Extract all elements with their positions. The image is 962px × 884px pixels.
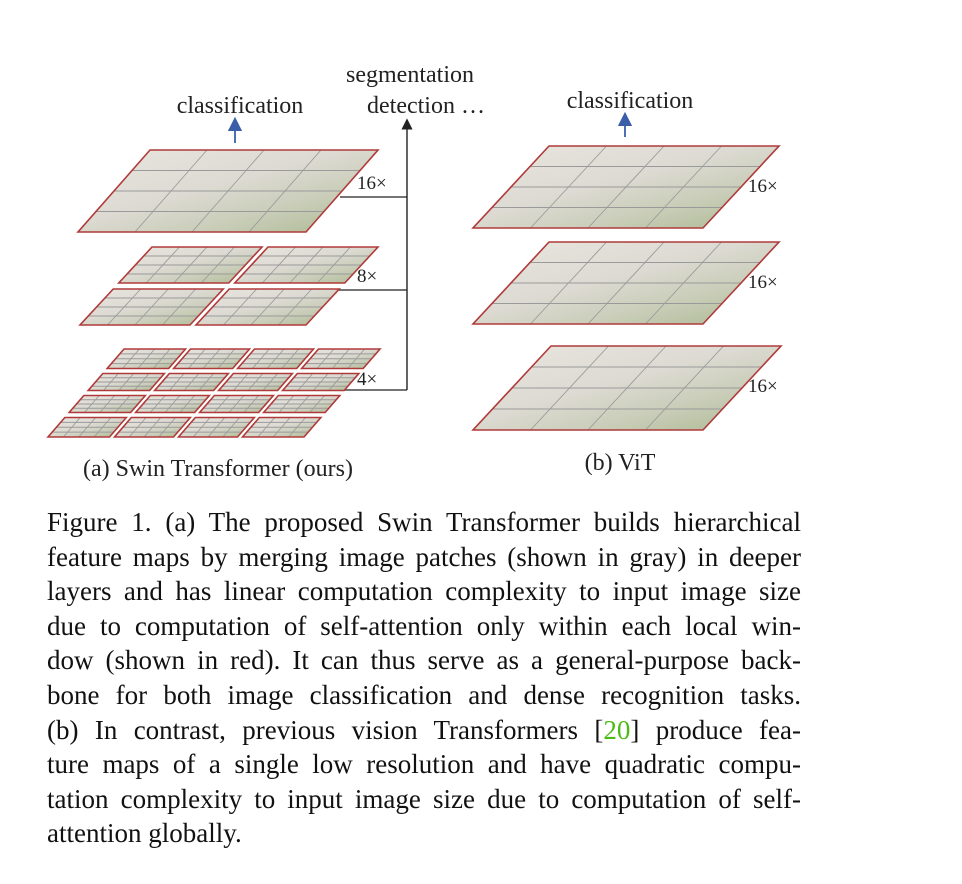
vit-top-label: classification	[567, 88, 694, 114]
window-border	[152, 372, 231, 392]
caption-line-7-after: ] produce fea-	[630, 714, 802, 745]
patch-line	[222, 417, 240, 438]
caption-line-7: (b) In contrast, previous vision Transfo…	[47, 713, 801, 748]
patch-line	[179, 395, 195, 413]
window-border	[112, 416, 193, 438]
figure-caption: Figure 1. (a) The proposed Swin Transfor…	[47, 505, 801, 851]
vit-layer-3	[471, 345, 783, 431]
patch-line	[281, 348, 300, 369]
window-border	[78, 288, 226, 326]
patch-line	[645, 145, 722, 229]
patch-line	[114, 395, 131, 413]
vit-multiplier-1: 16×	[748, 176, 778, 197]
window-border	[240, 416, 323, 438]
window-border	[216, 372, 295, 392]
patch-line	[278, 288, 313, 326]
caption-line-6: bone for both image classification and d…	[47, 679, 801, 710]
window-border	[116, 246, 264, 284]
citation-link[interactable]: 20	[603, 714, 631, 745]
window-border	[261, 394, 342, 414]
patch-line	[316, 246, 351, 284]
vit-layer-1	[471, 145, 781, 229]
window-border	[471, 241, 781, 325]
patch-line	[152, 348, 171, 369]
caption-line-3: layers and has linear computation comple…	[47, 576, 801, 607]
vit-layer-2	[471, 241, 781, 325]
patch-line	[645, 345, 724, 431]
swin-side-label-detection: detection …	[367, 93, 485, 119]
window-border	[171, 348, 252, 370]
window-border	[232, 246, 380, 284]
patch-line	[347, 348, 365, 369]
vit-subcaption: (b) ViT	[585, 450, 656, 476]
caption-line-8: ture maps of a single low resolution and…	[47, 749, 801, 780]
caption-line-10: attention globally.	[47, 818, 242, 849]
window-border	[86, 372, 167, 392]
patch-line	[200, 246, 235, 284]
patch-line	[262, 373, 278, 391]
swin-side-label-segmentation: segmentation	[346, 62, 474, 88]
swin-multiplier-4x: 4×	[357, 369, 377, 390]
caption-line-2: feature maps by merging image patches (s…	[47, 541, 801, 572]
swin-diagram: classification segmentation detection … …	[46, 62, 485, 482]
patch-line	[309, 395, 325, 413]
patch-line	[288, 417, 306, 438]
swin-layer-16x	[76, 149, 380, 233]
swin-multiplier-8x: 8×	[357, 266, 377, 287]
window-border	[235, 348, 316, 370]
patch-line	[93, 417, 112, 438]
caption-line-9: tation complexity to input image size du…	[47, 783, 801, 814]
caption-line-7-before: (b) In contrast, previous vision Transfo…	[47, 714, 604, 745]
figure-illustration: classification segmentation detection … …	[46, 62, 783, 482]
window-border	[176, 416, 257, 438]
patch-line	[158, 417, 176, 438]
window-border	[46, 416, 129, 438]
window-border	[194, 288, 342, 326]
window-border	[299, 348, 382, 370]
patch-line	[162, 288, 197, 326]
window-border	[105, 348, 188, 370]
patch-line	[243, 395, 259, 413]
window-border	[67, 394, 148, 414]
swin-layer-4x	[46, 348, 382, 438]
window-border	[280, 372, 361, 392]
patch-line	[645, 241, 722, 325]
swin-multiplier-16x: 16×	[357, 173, 387, 194]
patch-line	[248, 149, 322, 233]
swin-layer-8x	[78, 246, 380, 326]
swin-subcaption: (a) Swin Transformer (ours)	[83, 456, 353, 482]
window-border	[197, 394, 276, 414]
patch-line	[217, 348, 236, 369]
vit-multiplier-2: 16×	[748, 272, 778, 293]
swin-top-label: classification	[177, 93, 304, 119]
window-border	[471, 345, 783, 431]
patch-line	[133, 373, 150, 391]
window-border	[471, 145, 781, 229]
window-border	[76, 149, 380, 233]
vit-multiplier-3: 16×	[748, 376, 778, 397]
caption-line-4: due to computation of self-attention onl…	[47, 610, 801, 641]
vit-diagram: classification 16× 16× 16× (b) ViT	[471, 88, 783, 476]
caption-line-1: Figure 1. (a) The proposed Swin Transfor…	[47, 507, 801, 537]
patch-line	[328, 373, 344, 391]
window-border	[133, 394, 212, 414]
caption-line-5: dow (shown in red). It can thus serve as…	[47, 645, 801, 676]
patch-line	[198, 373, 214, 391]
